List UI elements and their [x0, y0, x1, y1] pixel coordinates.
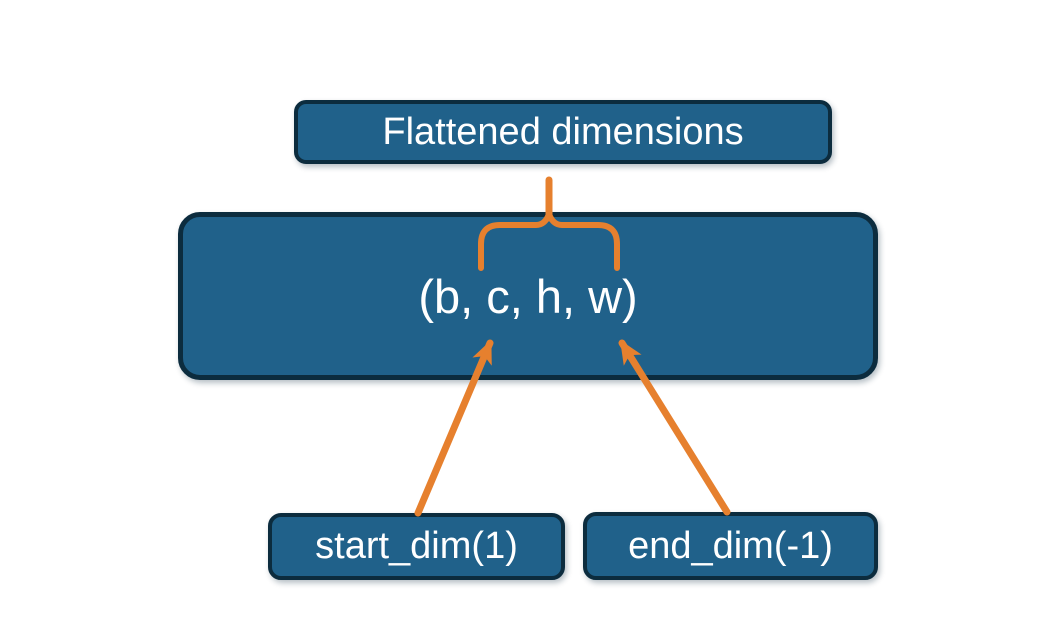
tensor-shape-label: (b, c, h, w) [418, 269, 638, 323]
end-dim-box: end_dim(-1) [583, 512, 878, 580]
start-dim-label: start_dim(1) [315, 525, 518, 567]
tensor-shape-box: (b, c, h, w) [178, 212, 878, 380]
start-dim-box: start_dim(1) [268, 513, 565, 580]
flattened-dimensions-label: Flattened dimensions [382, 110, 744, 153]
end-dim-label: end_dim(-1) [628, 524, 833, 567]
flattened-dimensions-box: Flattened dimensions [294, 100, 832, 164]
